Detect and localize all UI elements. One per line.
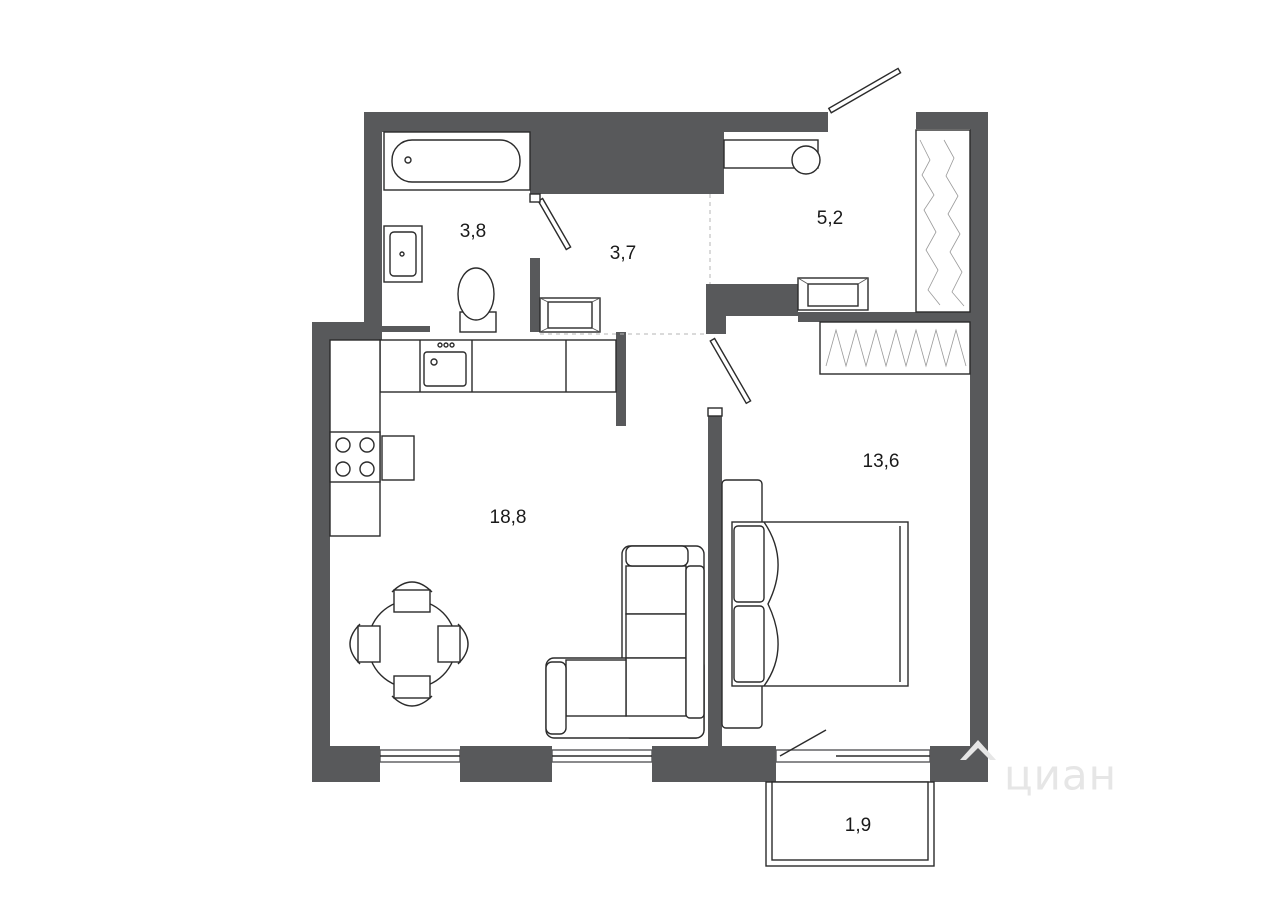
area-labels: 3,8 3,7 5,2 18,8 13,6 1,9 (460, 208, 900, 836)
pillow-2 (733, 605, 765, 683)
kitchen-counter-top (379, 339, 617, 393)
area-label-entry: 5,2 (817, 208, 843, 229)
watermark-text: циан (1004, 751, 1117, 800)
area-label-hallway: 3,7 (610, 243, 636, 264)
room-dividers (540, 194, 711, 335)
bed (721, 479, 909, 729)
kitchen-sink (423, 351, 467, 387)
bathroom-door (537, 197, 572, 251)
dining-set (349, 581, 469, 707)
doors (529, 67, 902, 417)
hallway-furniture (539, 139, 869, 333)
entry-lamp (791, 145, 821, 175)
area-label-bathroom: 3,8 (460, 221, 486, 242)
toilet-bowl (457, 267, 495, 321)
watermark: циан (960, 740, 1117, 800)
watermark-logo-icon (960, 740, 996, 760)
bedroom-door (709, 337, 752, 405)
bedroom-wardrobe (819, 321, 971, 375)
corner-sofa (545, 545, 705, 739)
bathtub-inner (391, 139, 521, 183)
oven-door (381, 435, 415, 481)
area-label-bedroom: 13,6 (863, 451, 900, 472)
entry-wardrobe (915, 129, 971, 313)
kitchen (329, 339, 617, 537)
area-label-balcony: 1,9 (845, 815, 871, 836)
pillow-1 (733, 525, 765, 603)
windows (379, 749, 931, 763)
balcony (765, 729, 935, 867)
bathroom-fixtures (383, 131, 531, 333)
area-label-kitchen-living: 18,8 (490, 507, 527, 528)
walls (312, 112, 988, 782)
cooktop (329, 431, 381, 483)
entrance-door (827, 67, 902, 114)
balcony-door-swing (779, 729, 827, 757)
wardrobes (819, 129, 971, 375)
